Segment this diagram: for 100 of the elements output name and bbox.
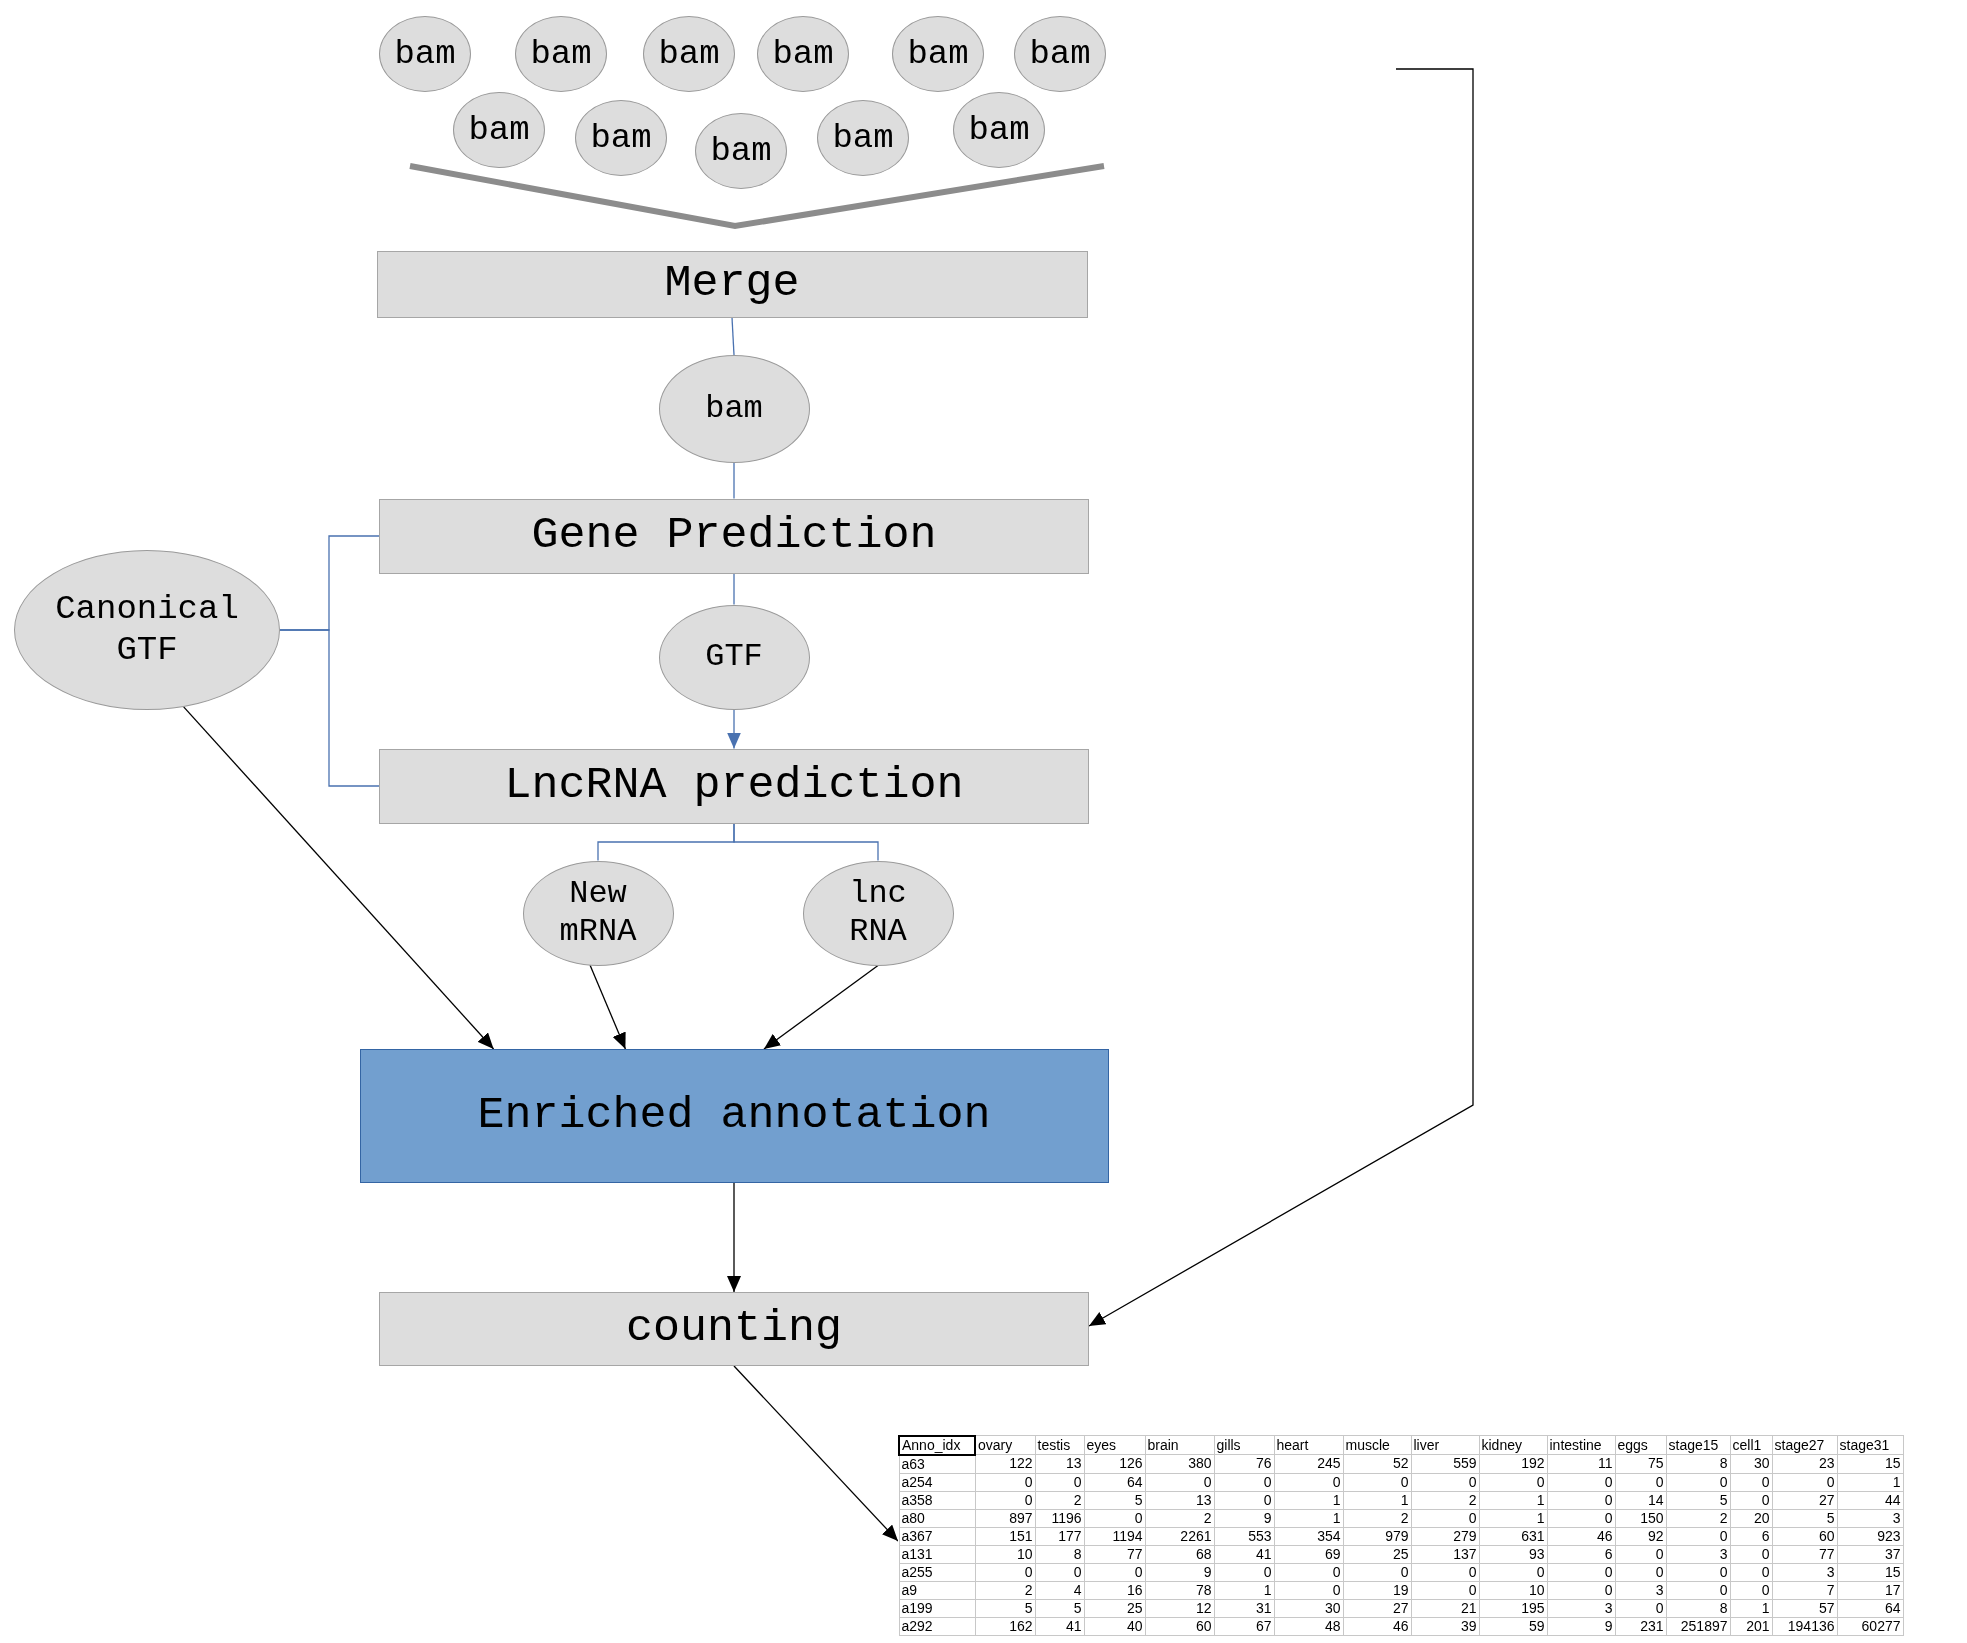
table-cell: 2 (1145, 1509, 1214, 1527)
table-cell: 553 (1214, 1527, 1274, 1545)
table-cell: 46 (1547, 1527, 1615, 1545)
table-cell: 0 (975, 1473, 1035, 1491)
table-cell: 6 (1730, 1527, 1772, 1545)
table-cell: 0 (1214, 1563, 1274, 1581)
table-cell: 0 (1547, 1491, 1615, 1509)
column-header: stage31 (1837, 1435, 1903, 1455)
table-cell: 2 (1343, 1509, 1411, 1527)
table-cell: 0 (1411, 1581, 1479, 1599)
table-cell: 23 (1772, 1454, 1837, 1473)
node-label: Merge (664, 257, 800, 311)
table-cell: 25 (1084, 1599, 1145, 1617)
table-cell: 0 (1274, 1473, 1343, 1491)
table-cell: 5 (1772, 1509, 1837, 1527)
table-cell: 0 (1035, 1473, 1084, 1491)
table-cell: 0 (1479, 1473, 1547, 1491)
table-cell: 17 (1837, 1581, 1903, 1599)
table-cell: 0 (1035, 1563, 1084, 1581)
table-cell: 0 (1547, 1563, 1615, 1581)
table-cell: 7 (1772, 1581, 1837, 1599)
table-cell: 41 (1035, 1617, 1084, 1635)
column-header: cell1 (1730, 1435, 1772, 1455)
arrow (763, 964, 879, 1050)
table-cell: 2 (1411, 1491, 1479, 1509)
row-header: a255 (899, 1563, 975, 1581)
table-cell: 57 (1772, 1599, 1837, 1617)
arrow (727, 708, 741, 750)
table-cell: 1 (1343, 1491, 1411, 1509)
table-cell: 5 (1666, 1491, 1730, 1509)
table-cell: 13 (1035, 1454, 1084, 1473)
table-cell: 279 (1411, 1527, 1479, 1545)
table-cell: 231 (1615, 1617, 1666, 1635)
table-cell: 0 (1615, 1599, 1666, 1617)
table-cell: 923 (1837, 1527, 1903, 1545)
table-cell: 13 (1145, 1491, 1214, 1509)
node-label: bam (658, 33, 720, 75)
column-header: heart (1274, 1435, 1343, 1455)
table-cell: 8 (1035, 1545, 1084, 1563)
node-label: counting (625, 1302, 842, 1356)
arrow (589, 964, 627, 1050)
table-cell: 60 (1772, 1527, 1837, 1545)
table-cell: 2 (975, 1581, 1035, 1599)
table-cell: 44 (1837, 1491, 1903, 1509)
node-label: bam (394, 33, 456, 75)
table-cell: 30 (1730, 1454, 1772, 1473)
table-cell: 0 (1730, 1491, 1772, 1509)
table-cell: 37 (1837, 1545, 1903, 1563)
table-cell: 1 (1479, 1491, 1547, 1509)
table-cell: 21 (1411, 1599, 1479, 1617)
node-label: bam (832, 117, 894, 159)
table-cell: 1 (1274, 1491, 1343, 1509)
table-cell: 151 (975, 1527, 1035, 1545)
node-label: GTF (705, 637, 763, 677)
column-header: Anno_idx (899, 1435, 975, 1455)
table-cell: 0 (1084, 1563, 1145, 1581)
table-cell: 69 (1274, 1545, 1343, 1563)
table-cell: 0 (1274, 1581, 1343, 1599)
table-cell: 27 (1343, 1599, 1411, 1617)
table-cell: 2261 (1145, 1527, 1214, 1545)
node-label: LncRNA prediction (504, 759, 964, 813)
table-cell: 177 (1035, 1527, 1084, 1545)
table-cell: 1194 (1084, 1527, 1145, 1545)
table-cell: 5 (1035, 1599, 1084, 1617)
table-cell: 93 (1479, 1545, 1547, 1563)
table-cell: 78 (1145, 1581, 1214, 1599)
node-label: bam (705, 389, 763, 429)
table-cell: 76 (1214, 1454, 1274, 1473)
node-label: bam (968, 109, 1030, 151)
table-cell: 77 (1772, 1545, 1837, 1563)
table-cell: 9 (1547, 1617, 1615, 1635)
node-label: bam (468, 109, 530, 151)
table-cell: 3 (1615, 1581, 1666, 1599)
column-header: testis (1035, 1435, 1084, 1455)
table-cell: 77 (1084, 1545, 1145, 1563)
column-header: intestine (1547, 1435, 1615, 1455)
table-cell: 3 (1837, 1509, 1903, 1527)
connector-line (733, 822, 879, 862)
node-label: lnc RNA (848, 874, 908, 952)
table-cell: 2 (1035, 1491, 1084, 1509)
table-cell: 3 (1772, 1563, 1837, 1581)
connector-line (733, 462, 735, 500)
table-cell: 0 (1730, 1563, 1772, 1581)
table-cell: 4 (1035, 1581, 1084, 1599)
node-label: New mRNA (558, 874, 638, 952)
table-cell: 126 (1084, 1454, 1145, 1473)
table-cell: 31 (1214, 1599, 1274, 1617)
column-header: gills (1214, 1435, 1274, 1455)
table-cell: 0 (1666, 1473, 1730, 1491)
table-cell: 2 (1666, 1509, 1730, 1527)
table-cell: 39 (1411, 1617, 1479, 1635)
table-cell: 0 (1547, 1473, 1615, 1491)
table-cell: 0 (1343, 1563, 1411, 1581)
table-cell: 48 (1274, 1617, 1343, 1635)
column-header: kidney (1479, 1435, 1547, 1455)
table-cell: 14 (1615, 1491, 1666, 1509)
table-cell: 0 (1666, 1563, 1730, 1581)
table-cell: 192 (1479, 1454, 1547, 1473)
table-cell: 9 (1145, 1563, 1214, 1581)
table-cell: 68 (1145, 1545, 1214, 1563)
